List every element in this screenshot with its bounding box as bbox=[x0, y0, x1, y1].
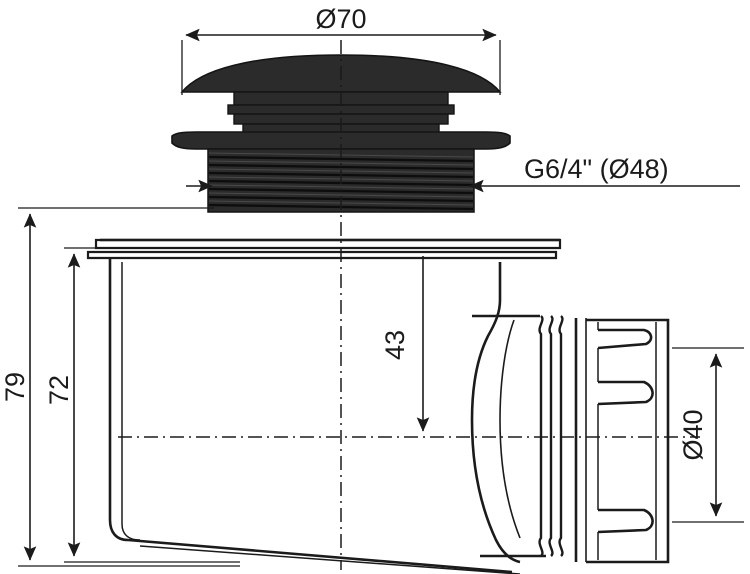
dimension-outlet-centre-height: 43 bbox=[380, 256, 430, 432]
outlet-collar bbox=[538, 315, 564, 557]
dimension-thread: G6/4" (Ø48) bbox=[186, 154, 740, 193]
spigot-outline bbox=[586, 318, 670, 564]
dim-label-outlet-diameter: Ø40 bbox=[678, 409, 708, 460]
dim-label-outlet-centre-height: 43 bbox=[380, 330, 410, 360]
spigot-barbs bbox=[597, 328, 654, 534]
body-top-plate-lower bbox=[86, 250, 558, 260]
dimension-cap-diameter: Ø70 bbox=[181, 4, 501, 95]
dimension-total-height: 79 bbox=[0, 207, 240, 567]
dim-label-total-height: 79 bbox=[0, 372, 30, 402]
flange-lip bbox=[171, 131, 511, 150]
centrelines bbox=[118, 40, 700, 570]
dim-label-cap-diameter: Ø70 bbox=[315, 4, 366, 34]
dimension-body-height: 72 bbox=[44, 247, 240, 563]
outlet-transition-outer bbox=[470, 262, 521, 564]
body-left-wall bbox=[108, 258, 129, 542]
body-floor-inner bbox=[139, 545, 521, 574]
dim-label-thread: G6/4" (Ø48) bbox=[524, 154, 669, 184]
body-floor bbox=[127, 538, 513, 574]
outlet-transition-inner bbox=[499, 319, 521, 539]
dim-label-body-height: 72 bbox=[44, 375, 74, 405]
dimension-outlet-diameter: Ø40 bbox=[672, 347, 744, 523]
